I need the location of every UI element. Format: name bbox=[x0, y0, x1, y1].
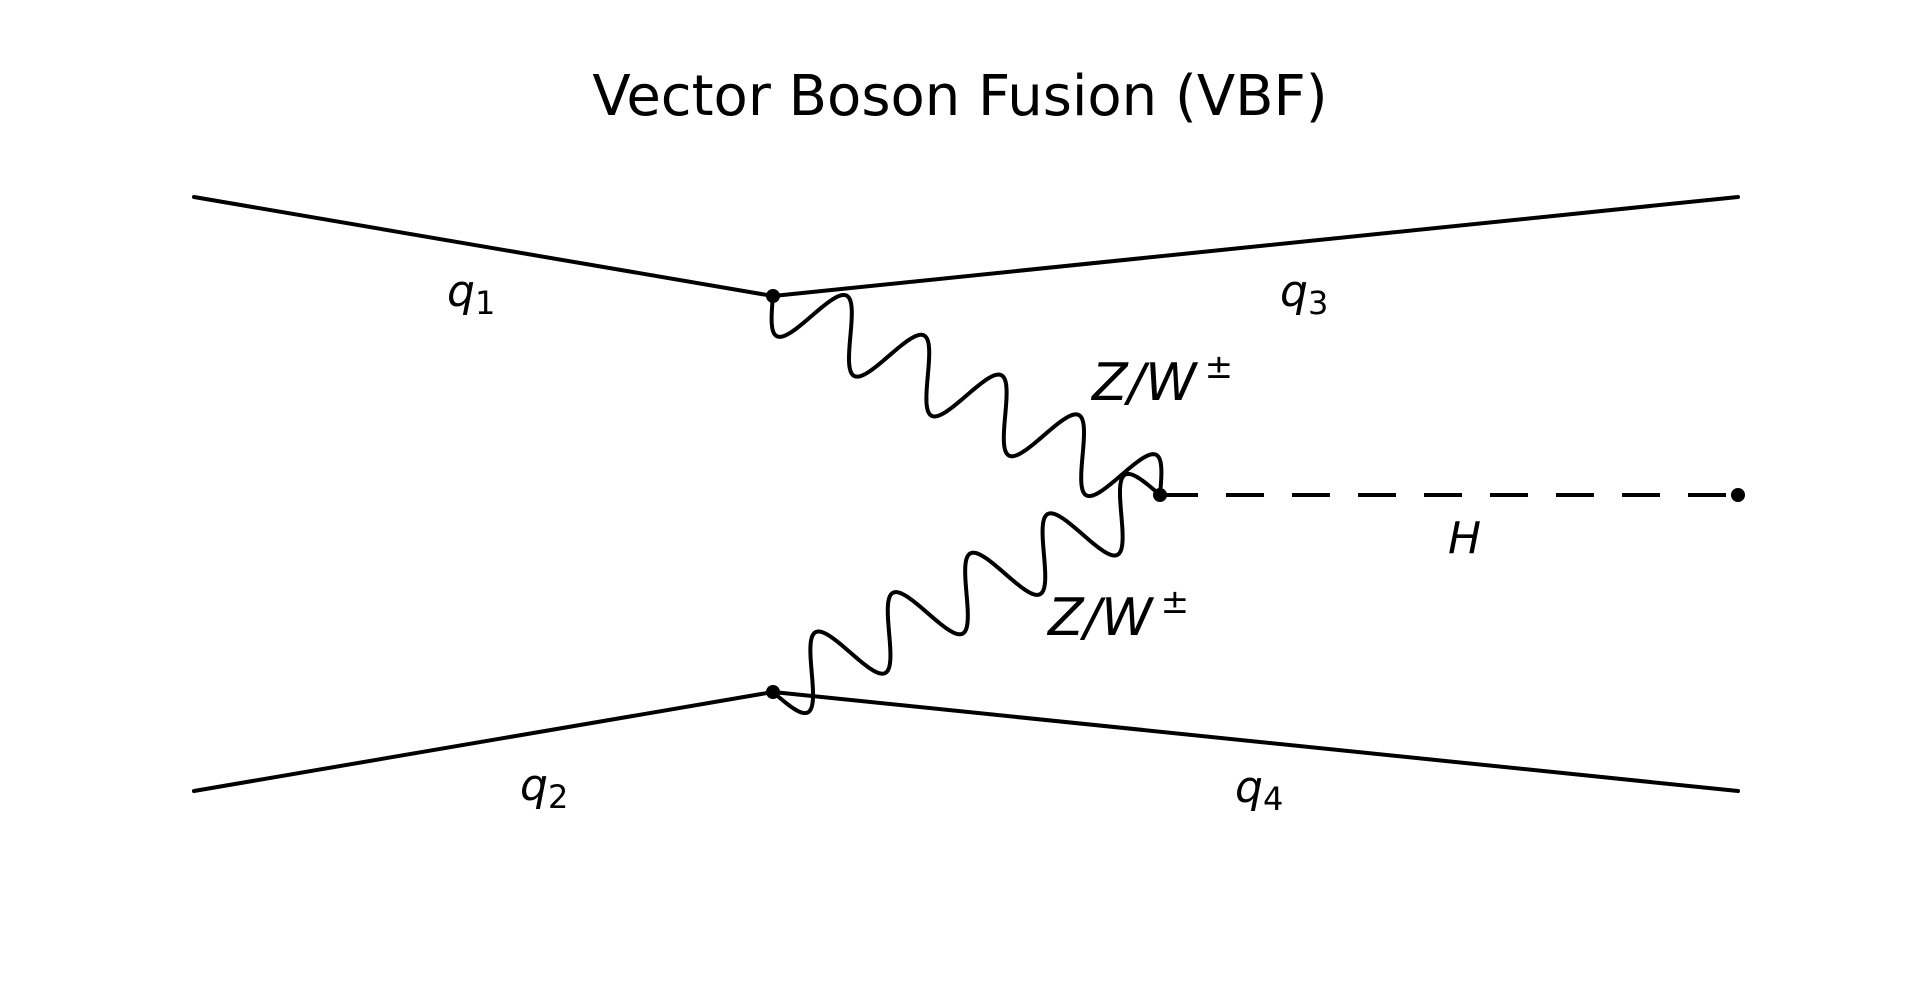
label-q1: q1 bbox=[447, 266, 495, 322]
vertex-fusion bbox=[1153, 488, 1167, 502]
quark-line-q1 bbox=[192, 195, 775, 298]
boson-line-upper bbox=[769, 292, 1164, 499]
diagram-title: Vector Boson Fusion (VBF) bbox=[592, 64, 1327, 129]
label-higgs: H bbox=[1448, 513, 1481, 564]
vertex-lower bbox=[766, 685, 780, 699]
quark-line-q2 bbox=[192, 690, 775, 793]
label-boson-upper: Z/W± bbox=[1090, 347, 1233, 413]
label-q4: q4 bbox=[1235, 762, 1283, 818]
quark-line-q3 bbox=[771, 195, 1740, 298]
vertex-upper bbox=[766, 289, 780, 303]
vertex-higgs-end bbox=[1731, 488, 1745, 502]
label-q2: q2 bbox=[520, 760, 568, 816]
label-boson-lower: Z/W± bbox=[1046, 582, 1189, 648]
boson-line-lower bbox=[771, 471, 1162, 716]
label-q3: q3 bbox=[1280, 266, 1328, 322]
quark-line-q4 bbox=[771, 690, 1740, 793]
